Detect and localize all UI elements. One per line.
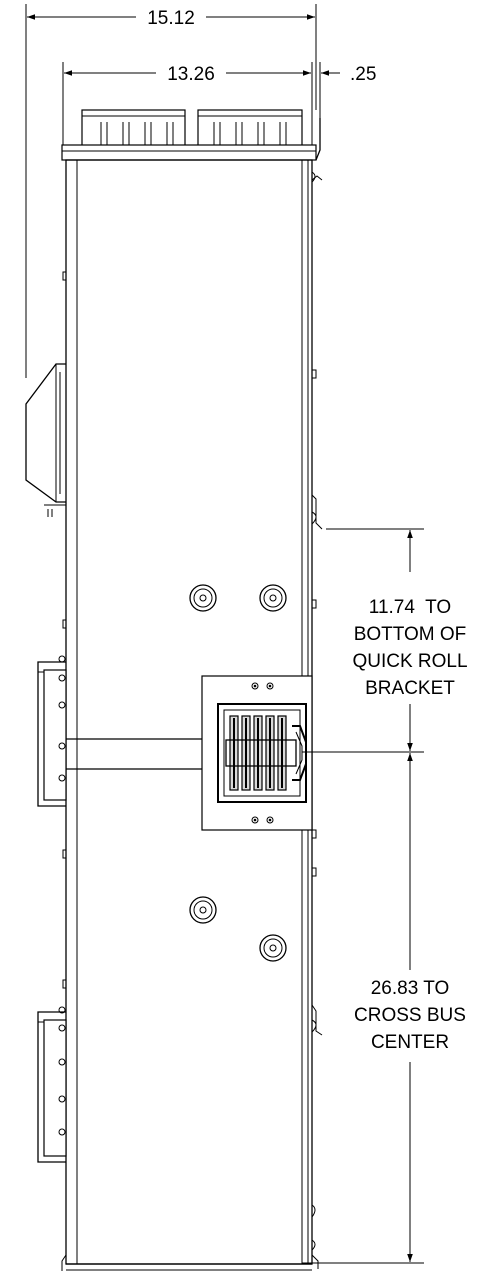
overall-width-label: 15.12: [147, 8, 195, 29]
flange-width-label: .25: [350, 64, 376, 85]
cross-bus-note-line-3: CENTER: [371, 1032, 449, 1053]
dimension-body-width: 13.26: [62, 62, 313, 145]
dimension-quick-roll: [302, 528, 424, 753]
bus-connector: [225, 715, 307, 791]
cross-bus-note-line-1: 26.83 TO: [371, 978, 450, 999]
cross-bus-bar: [66, 738, 202, 770]
quick-roll-note-line-3: QUICK ROLL: [352, 651, 467, 672]
left-bolts: [61, 271, 67, 1271]
right-flange: [311, 118, 323, 1269]
dimension-overall-width: 15.12: [25, 4, 317, 378]
quick-roll-note: 11.74 TO BOTTOM OF QUICK ROLL BRACKET: [352, 597, 467, 699]
body-width-label: 13.26: [167, 64, 215, 85]
boss-lower-right: [259, 934, 287, 962]
quick-roll-note-line-2: BOTTOM OF: [354, 624, 467, 645]
quick-roll-note-line-1: 11.74 TO: [369, 597, 451, 618]
left-hood: [25, 363, 66, 517]
left-handle-lower: [37, 1006, 67, 1163]
top-connectors: [81, 109, 303, 147]
left-handle-upper: [37, 655, 67, 807]
dimension-cross-bus: [302, 753, 424, 1264]
dimension-flange-width: .25: [319, 62, 376, 145]
cross-bus-note-line-2: CROSS BUS: [354, 1005, 466, 1026]
boss-upper-right: [259, 584, 287, 612]
top-cap: [61, 144, 317, 161]
cross-bus-note: 26.83 TO CROSS BUS CENTER: [354, 978, 466, 1053]
boss-lower-left: [189, 896, 217, 924]
boss-upper-left: [189, 584, 217, 612]
quick-roll-note-line-4: BRACKET: [365, 678, 455, 699]
